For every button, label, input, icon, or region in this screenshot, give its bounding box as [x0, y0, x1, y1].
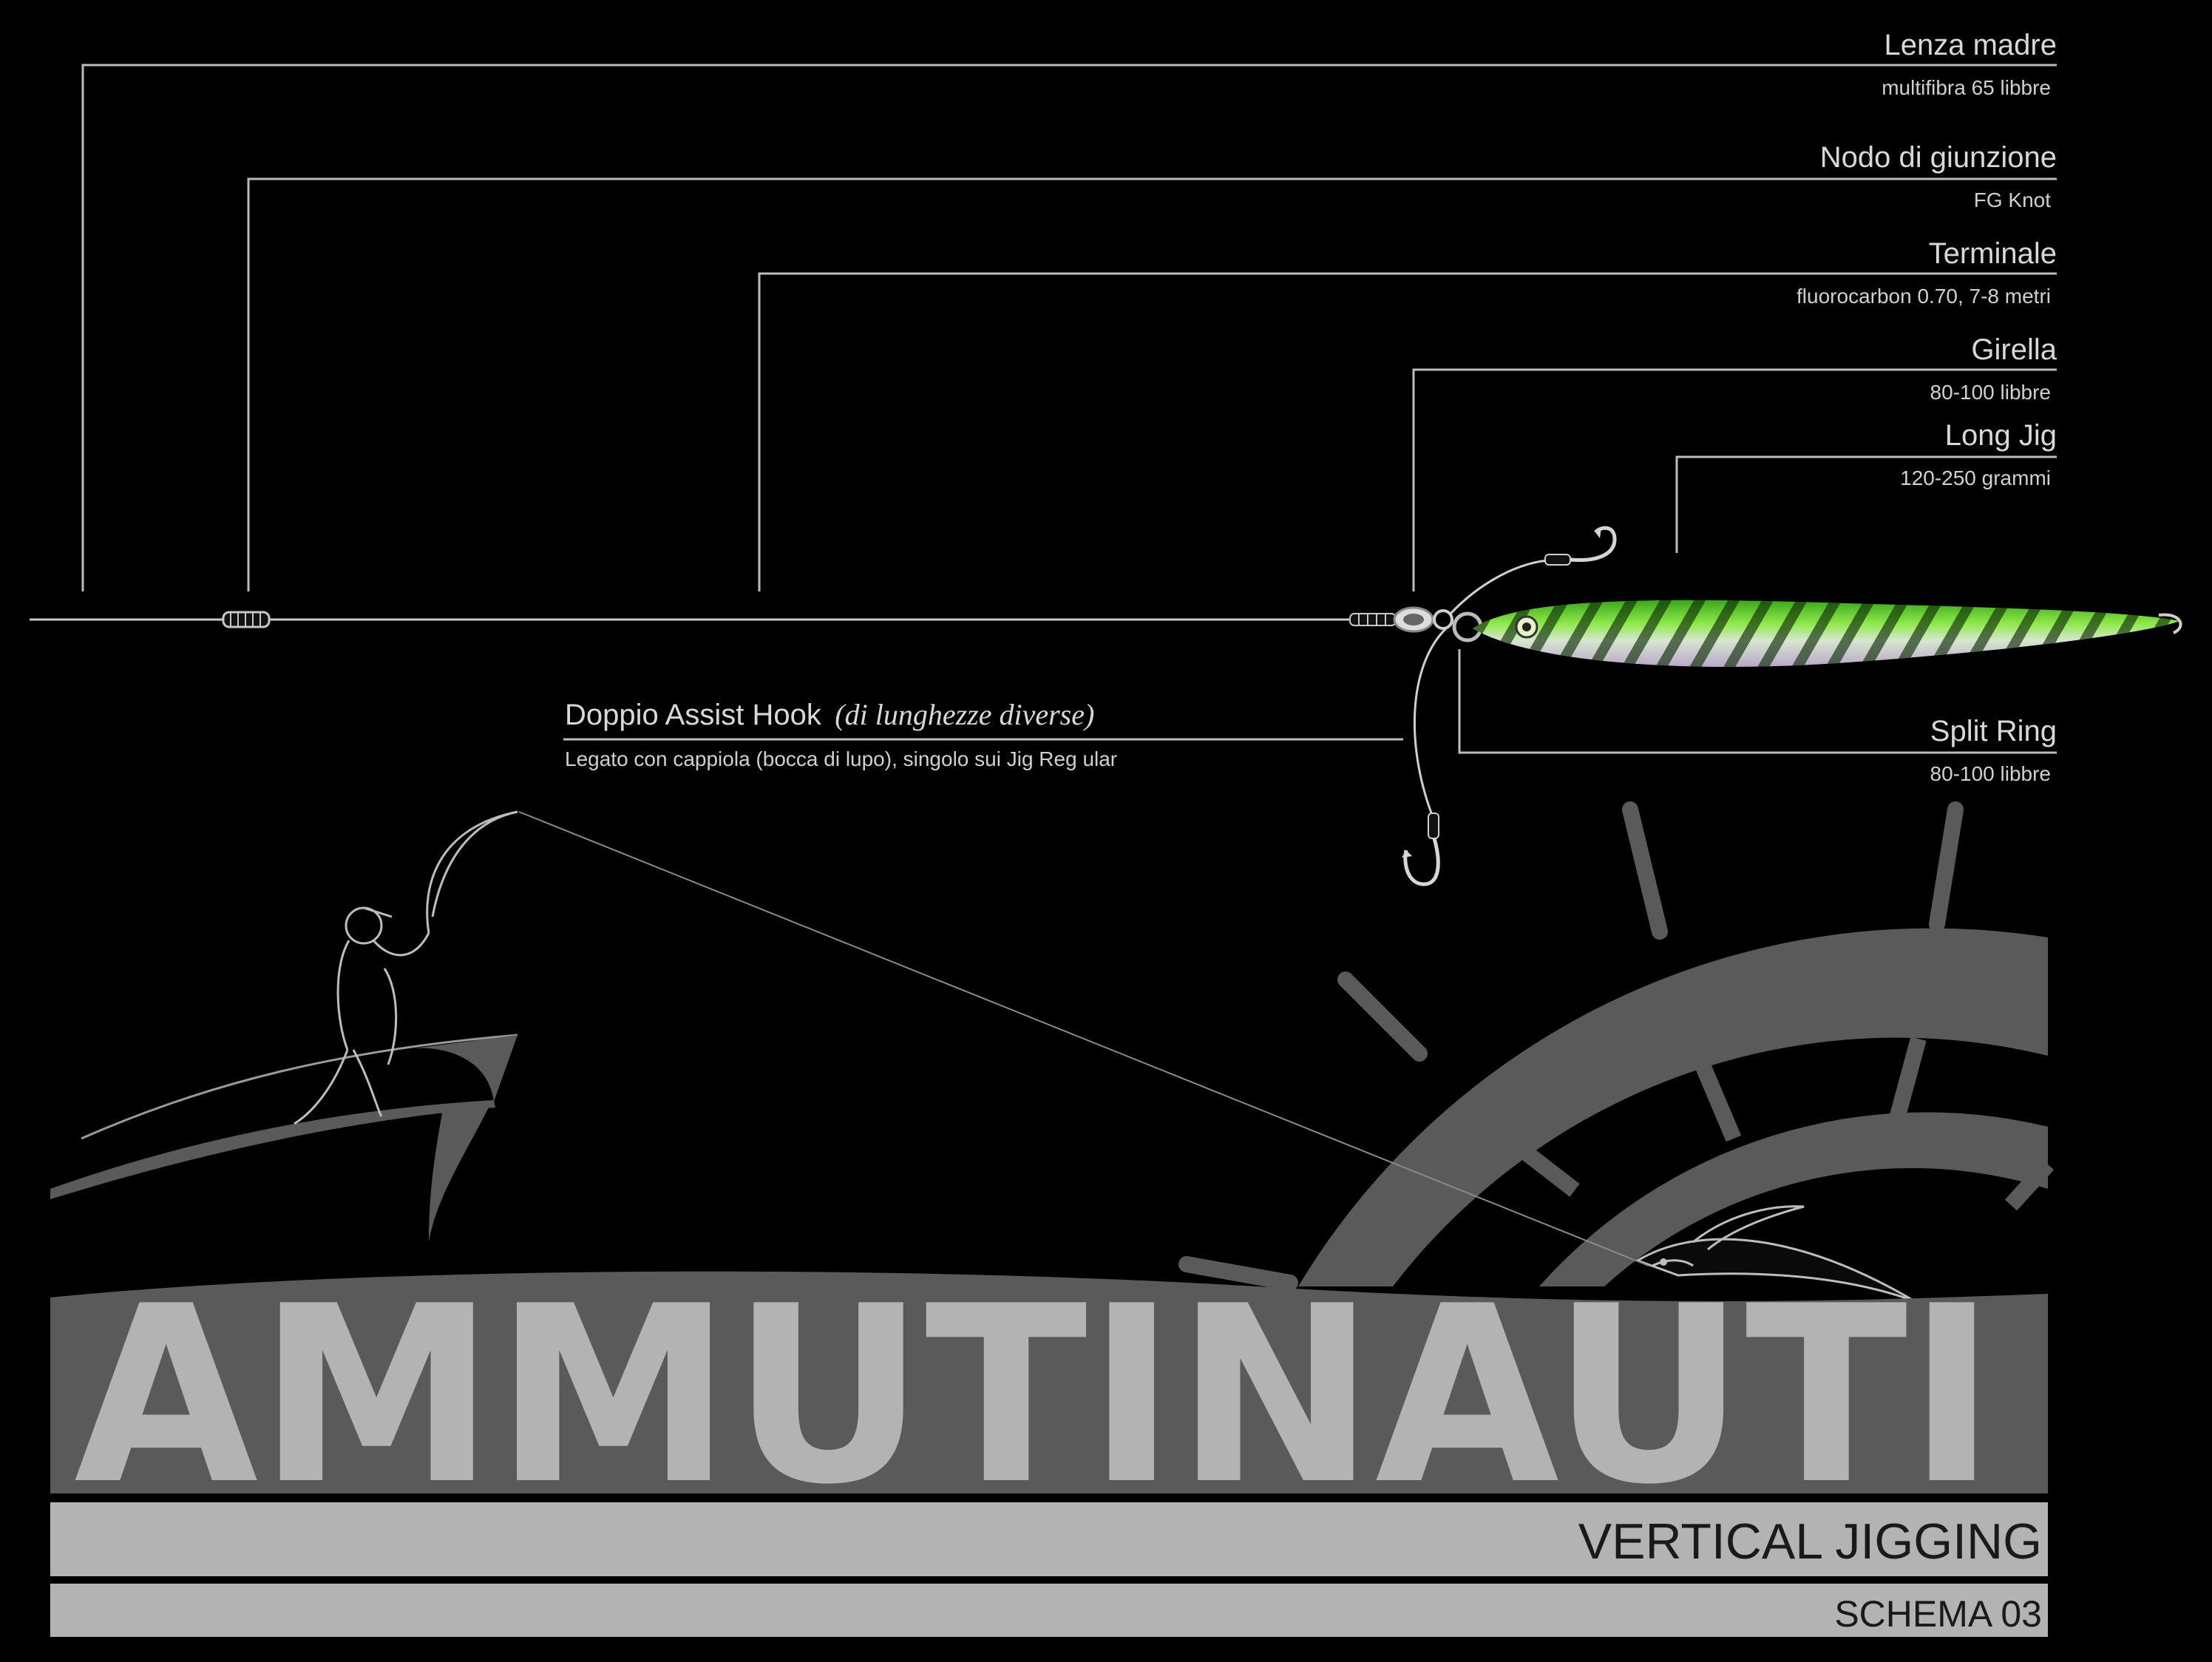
leader-line-knot [247, 177, 2057, 591]
rig [30, 526, 2182, 886]
label-swivel-sub: 80-100 libbre [1930, 381, 2051, 404]
label-main-line-sub: multifibra 65 libbre [1882, 76, 2051, 99]
label-assist-sub: Legato con cappiola (bocca di lupo), sin… [565, 747, 1117, 770]
label-swivel-title: Girella [1971, 333, 2057, 366]
brand: AMMUTINAUTI VERTICAL JIGGING SCHEMA 03 [50, 1254, 2048, 1637]
long-jig-icon [1473, 600, 2182, 668]
leader-line-splitring [1458, 649, 2057, 754]
label-assist-title-line: Doppio Assist Hook (di lunghezze diverse… [565, 698, 1094, 731]
fisherman-icon [294, 810, 518, 1125]
label-assist-italic: (di lunghezze diverse) [835, 698, 1094, 731]
leader-line-swivel [1412, 368, 2057, 591]
leader-line-leader [758, 272, 2057, 591]
swivel-icon [1393, 606, 1453, 633]
tagline-band [50, 1502, 2048, 1576]
fg-knot-icon [222, 611, 271, 628]
label-leader-title: Terminale [1929, 237, 2057, 270]
label-main-line-title: Lenza madre [1884, 29, 2057, 61]
logo-illustration [50, 801, 2055, 1493]
brand-name: AMMUTINAUTI [74, 1254, 1996, 1538]
labels: Lenza madre multifibra 65 libbre Nodo di… [565, 29, 2057, 785]
upper-assist-hook-icon [1449, 526, 1617, 615]
ship-wheel-icon [1178, 801, 2055, 1291]
label-jig-sub: 120-250 grammi [1900, 467, 2051, 489]
lower-assist-hook-icon [1402, 627, 1448, 886]
label-assist-title: Doppio Assist Hook [565, 699, 822, 731]
brand-wave-band [50, 1271, 2048, 1493]
label-knot-sub: FG Knot [1974, 189, 2051, 211]
label-jig-title: Long Jig [1945, 419, 2057, 452]
brand-schema: SCHEMA 03 [1834, 1593, 2042, 1635]
brand-tagline: VERTICAL JIGGING [1578, 1513, 2042, 1570]
leader-line-jig [1675, 455, 2057, 553]
label-knot-title: Nodo di giunzione [1820, 141, 2057, 174]
label-splitring-title: Split Ring [1930, 715, 2057, 747]
leader-crimp-icon [1349, 613, 1397, 626]
schema-band [50, 1584, 2048, 1637]
label-splitring-sub: 80-100 libbre [1930, 762, 2051, 785]
label-leader-sub: fluorocarbon 0.70, 7-8 metri [1797, 285, 2051, 308]
fishing-line [518, 811, 1649, 1266]
leader-line-main [81, 64, 2057, 591]
leader-lines [81, 64, 2057, 754]
boat-icon [50, 1034, 518, 1242]
